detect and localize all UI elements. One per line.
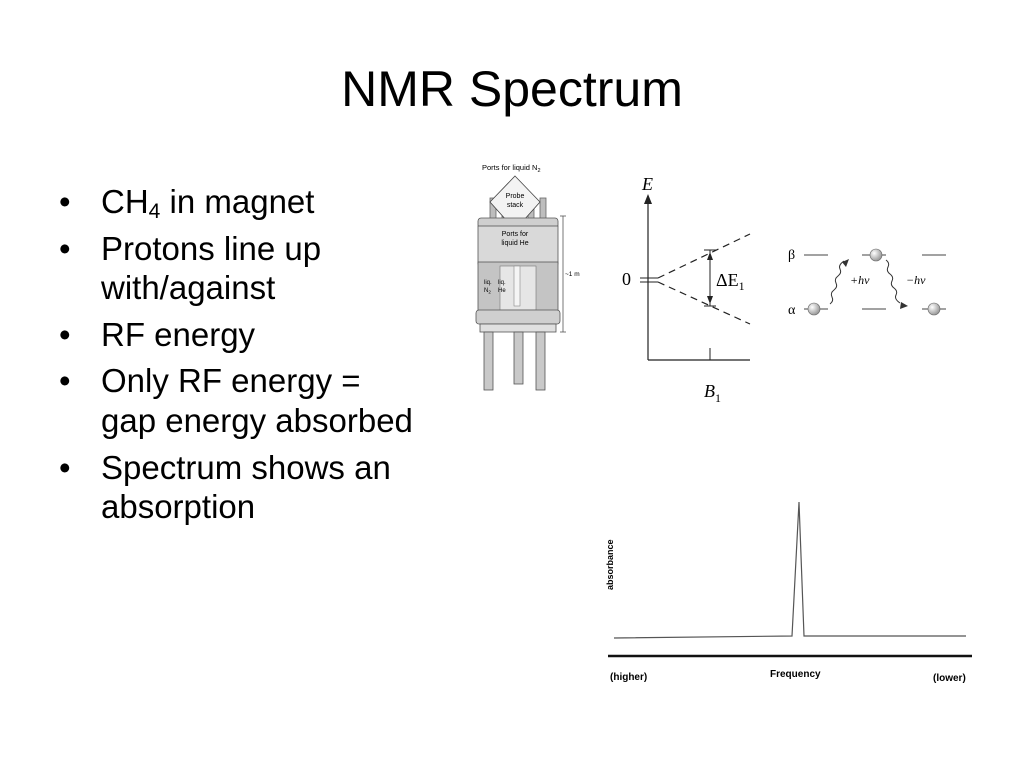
energy-axis-label: E xyxy=(641,174,653,194)
spin-ball xyxy=(927,302,941,316)
spectrum-trace xyxy=(613,501,966,639)
bullet-text: Protons line up with/against xyxy=(101,229,322,307)
dewar-upper xyxy=(477,225,559,265)
absorb-wavy-arrow xyxy=(829,260,845,305)
bullet-list: • CH4 in magnet • Protons line up with/a… xyxy=(56,182,416,534)
bullet-text-tail: in magnet xyxy=(160,183,315,220)
energy-axis-arrowhead xyxy=(644,194,652,204)
bullet-text: Only RF energy = gap energy absorbed xyxy=(101,362,413,439)
ports-n2-label: Ports for liquid N2 xyxy=(482,163,541,174)
upper-level-line xyxy=(657,233,751,279)
height-label: ~1 m xyxy=(565,271,580,278)
magnet-leg xyxy=(535,331,546,391)
alpha-label: α xyxy=(788,303,796,318)
x-axis-right-label: (lower) xyxy=(933,673,966,684)
y-axis-label: absorbance xyxy=(605,539,615,590)
spin-transition-diagram: β α +hν −hν xyxy=(788,248,946,318)
spin-ball xyxy=(807,302,821,316)
absorption-spectrum-chart: absorbance (higher) Frequency (lower) xyxy=(605,501,972,684)
spin-ball xyxy=(869,248,883,262)
emit-arrowhead xyxy=(900,302,908,309)
liq-n2-label: N2 xyxy=(484,288,491,295)
delta-e-label: ΔE1 xyxy=(716,270,745,293)
ports-he-label: Ports for xyxy=(502,231,529,238)
liq-n2-label: liq. xyxy=(484,280,492,286)
bullet-text: RF energy xyxy=(101,315,256,353)
ports-he-label: liquid He xyxy=(501,240,528,247)
absorb-label: +hν xyxy=(850,273,870,287)
bullet-text: Spectrum shows an absorption xyxy=(101,448,391,526)
bullet-dot: • xyxy=(59,315,71,353)
magnet-leg xyxy=(483,331,494,391)
zero-label: 0 xyxy=(622,269,631,289)
beta-label: β xyxy=(788,248,795,263)
page-title: NMR Spectrum xyxy=(341,61,683,117)
bullet-dot: • xyxy=(59,362,71,400)
nmr-magnet-figure: Ports for liquid N2 Probe stack Ports fo… xyxy=(475,163,580,391)
bullet-item: • Protons line up with/against xyxy=(56,229,416,308)
emit-label: −hν xyxy=(906,273,926,287)
bullet-item: • Only RF energy = gap energy absorbed xyxy=(56,361,416,440)
absorb-arrowhead xyxy=(842,259,849,267)
liq-he-label: liq. xyxy=(498,280,506,286)
magnet-leg xyxy=(513,331,524,385)
bullet-dot: • xyxy=(59,448,71,486)
bullet-subscript: 4 xyxy=(148,200,161,223)
port-tube xyxy=(539,197,547,221)
bullet-dot: • xyxy=(59,183,71,220)
bullet-item: • Spectrum shows an absorption xyxy=(56,448,416,527)
energy-splitting-diagram: E B1 0 ΔE1 xyxy=(622,174,751,405)
delta-e-arrowhead xyxy=(707,296,713,304)
x-axis-label: Frequency xyxy=(770,669,821,680)
lower-level-line xyxy=(657,281,751,325)
dewar-base xyxy=(475,309,561,325)
dewar-plate xyxy=(479,323,557,333)
probe-rod xyxy=(513,265,521,307)
delta-e-arrowhead xyxy=(707,252,713,260)
liq-he-label: He xyxy=(498,288,506,294)
bullet-dot: • xyxy=(59,229,71,267)
emit-wavy-arrow xyxy=(885,259,901,304)
bullet-text: CH xyxy=(101,183,149,220)
probe-label: Probe xyxy=(506,193,525,200)
probe-label: stack xyxy=(507,202,524,209)
x-axis-left-label: (higher) xyxy=(610,672,647,683)
bullet-item: • RF energy xyxy=(56,315,416,355)
bullet-item: • CH4 in magnet xyxy=(56,182,416,222)
field-axis-label: B1 xyxy=(704,381,721,405)
